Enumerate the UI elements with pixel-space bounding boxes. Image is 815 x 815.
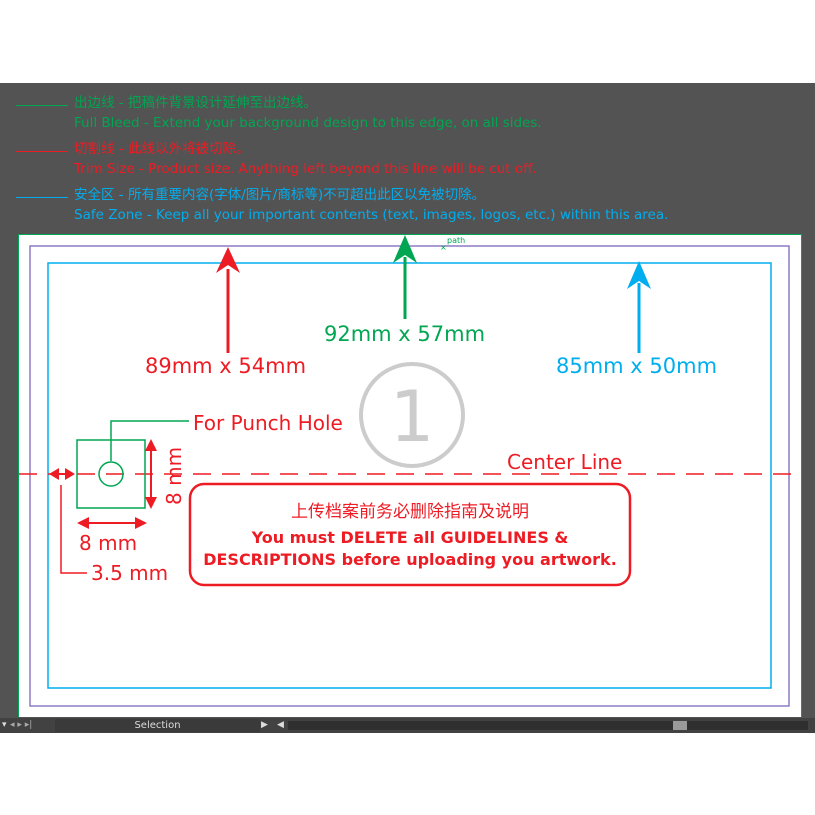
artboard[interactable]: path × 89mm x 54mm 92mm x 57mm 85mm x 50… (18, 234, 802, 717)
path-label: path (447, 236, 465, 245)
punch-hole-leader (110, 420, 189, 461)
artboard-navigation[interactable]: ◂ ▸ ▸| (10, 720, 33, 730)
horizontal-scrollbar[interactable] (288, 721, 808, 730)
legend-cn: 切割线 - 此线以外将被切除。 (74, 141, 250, 157)
punch-hole-circle (98, 461, 124, 487)
legend-safe-zone: 安全区 - 所有重要内容(字体/图片/商标等)不可超出此区以免被切除。 Safe… (16, 185, 806, 229)
trim-size-label: 89mm x 54mm (145, 354, 306, 378)
legend-en: Trim Size - Product size. Anything left … (74, 161, 537, 177)
page-number: 1 (390, 376, 435, 458)
artboard-canvas[interactable]: path × 89mm x 54mm 92mm x 57mm 85mm x 50… (19, 235, 801, 717)
safe-arrow (627, 261, 651, 353)
legend-cn: 出边线 - 把稿件背景设计延伸至出边线。 (74, 95, 317, 111)
legend-swatch-bleed (16, 105, 68, 106)
anchor-marker: × (440, 243, 447, 252)
bleed-arrow (393, 235, 417, 319)
safe-zone-line (47, 262, 772, 689)
safe-size-label: 85mm x 50mm (556, 354, 717, 378)
vertical-dimension (145, 439, 157, 509)
punch-hole-label: For Punch Hole (193, 411, 343, 435)
notice-en-line1: You must DELETE all GUIDELINES & (251, 528, 569, 547)
horizontal-dimension (77, 517, 147, 529)
dim-vertical-label: 8 mm (162, 447, 186, 505)
legend-en: Safe Zone - Keep all your important cont… (74, 207, 669, 223)
legend-full-bleed: 出边线 - 把稿件背景设计延伸至出边线。 Full Bleed - Extend… (16, 93, 806, 137)
notice-en-line2: DESCRIPTIONS before uploading you artwor… (203, 550, 617, 569)
bleed-size-label: 92mm x 57mm (324, 322, 485, 346)
status-bar: ▾ ◂ ▸ ▸| Selection ▶ ◀ (0, 718, 815, 733)
illustrator-workspace: 出边线 - 把稿件背景设计延伸至出边线。 Full Bleed - Extend… (0, 83, 815, 733)
dim-horizontal-label: 8 mm (79, 531, 137, 555)
scrollbar-thumb[interactable] (673, 721, 687, 730)
play-arrow-icon[interactable]: ▶ (261, 720, 268, 730)
dropdown-arrow-icon[interactable]: ▾ (2, 720, 7, 730)
legend-swatch-trim (16, 151, 68, 152)
legend-swatch-safe (16, 197, 68, 198)
center-line-label: Center Line (507, 450, 622, 474)
notice-cn: 上传档案前务必删除指南及说明 (291, 502, 529, 522)
legend-cn: 安全区 - 所有重要内容(字体/图片/商标等)不可超出此区以免被切除。 (74, 187, 486, 203)
notice-box (188, 482, 632, 587)
current-tool-field[interactable]: Selection (55, 719, 260, 732)
page-number-circle (359, 362, 465, 468)
dim-offset-label: 3.5 mm (91, 561, 168, 585)
legend-en: Full Bleed - Extend your background desi… (74, 115, 542, 131)
offset-dimension (49, 468, 87, 574)
trim-arrow (216, 247, 240, 353)
trim-line (29, 245, 790, 707)
scroll-left-icon[interactable]: ◀ (277, 720, 284, 730)
legend-trim: 切割线 - 此线以外将被切除。 Trim Size - Product size… (16, 139, 806, 183)
